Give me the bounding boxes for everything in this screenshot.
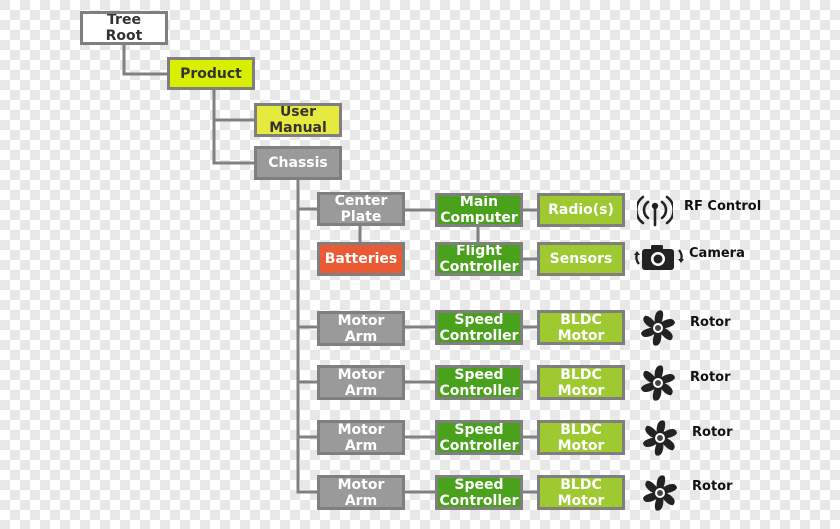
fan-rotor-icon bbox=[643, 475, 677, 511]
motor-arm-node: Motor Arm bbox=[317, 420, 405, 455]
bldc-motor-node: BLDC Motor bbox=[537, 475, 625, 510]
radio-antenna-icon bbox=[637, 195, 673, 227]
fan-rotor-icon bbox=[641, 365, 675, 401]
chassis-node: Chassis bbox=[254, 146, 342, 180]
connector-chassis-children bbox=[296, 180, 318, 494]
rotor-label: Rotor bbox=[690, 315, 731, 330]
speed-controller-node: Speed Controller bbox=[435, 475, 523, 510]
motor-arm-node: Motor Arm bbox=[317, 475, 405, 510]
radios-node: Radio(s) bbox=[537, 193, 625, 227]
main-computer-node: Main Computer bbox=[435, 193, 523, 227]
connector-product-children bbox=[212, 90, 254, 165]
camera-label: Camera bbox=[689, 246, 745, 261]
fan-rotor-icon bbox=[641, 310, 675, 346]
fan-rotor-icon bbox=[643, 420, 677, 456]
rotor-label: Rotor bbox=[692, 479, 733, 494]
batteries-node: Batteries bbox=[317, 242, 405, 276]
speed-controller-node: Speed Controller bbox=[435, 310, 523, 345]
user-manual-node: User Manual bbox=[254, 103, 342, 137]
connector-root-product bbox=[122, 44, 168, 76]
rf-control-label: RF Control bbox=[684, 199, 762, 214]
tree-root-node: Tree Root bbox=[80, 11, 168, 45]
bldc-motor-node: BLDC Motor bbox=[537, 420, 625, 455]
motor-arm-node: Motor Arm bbox=[317, 311, 405, 346]
product-node: Product bbox=[167, 57, 255, 90]
bldc-motor-node: BLDC Motor bbox=[537, 365, 625, 400]
rotor-label: Rotor bbox=[692, 425, 733, 440]
speed-controller-node: Speed Controller bbox=[435, 365, 523, 400]
bldc-motor-node: BLDC Motor bbox=[537, 310, 625, 345]
camera-icon bbox=[634, 245, 684, 270]
motor-arm-node: Motor Arm bbox=[317, 365, 405, 400]
center-plate-node: Center Plate bbox=[317, 192, 405, 226]
rotor-label: Rotor bbox=[690, 370, 731, 385]
sensors-node: Sensors bbox=[537, 242, 625, 276]
flight-controller-node: Flight Controller bbox=[435, 242, 523, 276]
speed-controller-node: Speed Controller bbox=[435, 420, 523, 455]
